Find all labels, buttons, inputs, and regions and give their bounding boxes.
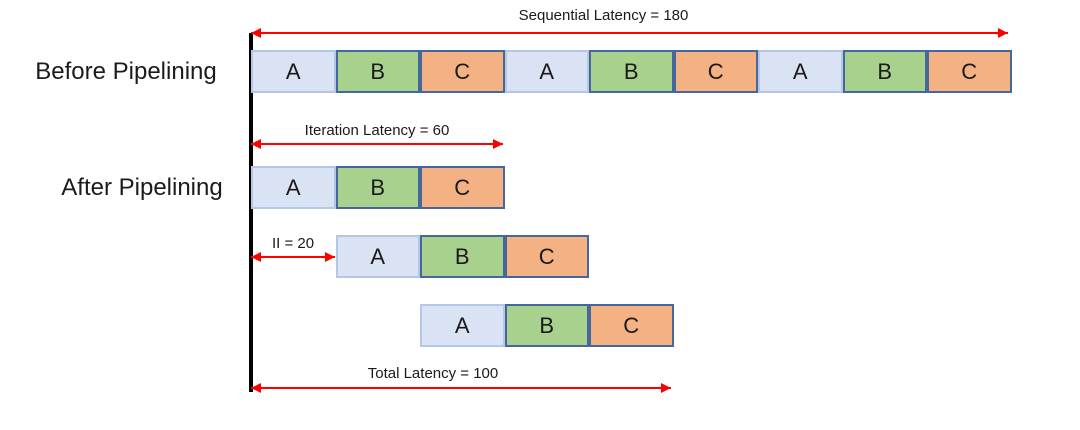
stage-box-a: A	[504, 50, 589, 93]
pipeline-iteration-1-row: A B C	[251, 166, 505, 209]
stage-box-b: B	[420, 235, 505, 278]
before-pipelining-label: Before Pipelining	[35, 58, 217, 85]
timeline-axis	[249, 33, 253, 392]
stage-box-b: B	[335, 50, 420, 93]
pipeline-iteration-3-row: A B C	[420, 304, 674, 347]
total-latency-arrow	[251, 383, 671, 393]
iteration-latency-annotation: Iteration Latency = 60	[304, 122, 450, 139]
stage-box-a: A	[420, 304, 505, 347]
before-pipelining-row: A B C A B C A B C	[251, 50, 1012, 93]
stage-box-a: A	[758, 50, 843, 93]
stage-box-b: B	[589, 50, 674, 93]
stage-box-c: C	[420, 166, 505, 209]
stage-box-b: B	[335, 166, 420, 209]
stage-box-c: C	[589, 304, 674, 347]
stage-box-b: B	[842, 50, 927, 93]
sequential-latency-arrow	[251, 28, 1008, 38]
initiation-interval-arrow	[251, 252, 335, 262]
stage-box-a: A	[251, 166, 336, 209]
stage-box-a: A	[251, 50, 336, 93]
sequential-latency-annotation: Sequential Latency = 180	[518, 7, 689, 24]
iteration-latency-arrow	[251, 139, 503, 149]
stage-box-a: A	[335, 235, 420, 278]
initiation-interval-annotation: II = 20	[271, 235, 315, 252]
pipeline-iteration-2-row: A B C	[335, 235, 589, 278]
stage-box-c: C	[504, 235, 589, 278]
total-latency-annotation: Total Latency = 100	[367, 365, 499, 382]
stage-box-c: C	[673, 50, 758, 93]
after-pipelining-label: After Pipelining	[61, 174, 223, 201]
stage-box-c: C	[927, 50, 1012, 93]
stage-box-c: C	[420, 50, 505, 93]
stage-box-b: B	[504, 304, 589, 347]
